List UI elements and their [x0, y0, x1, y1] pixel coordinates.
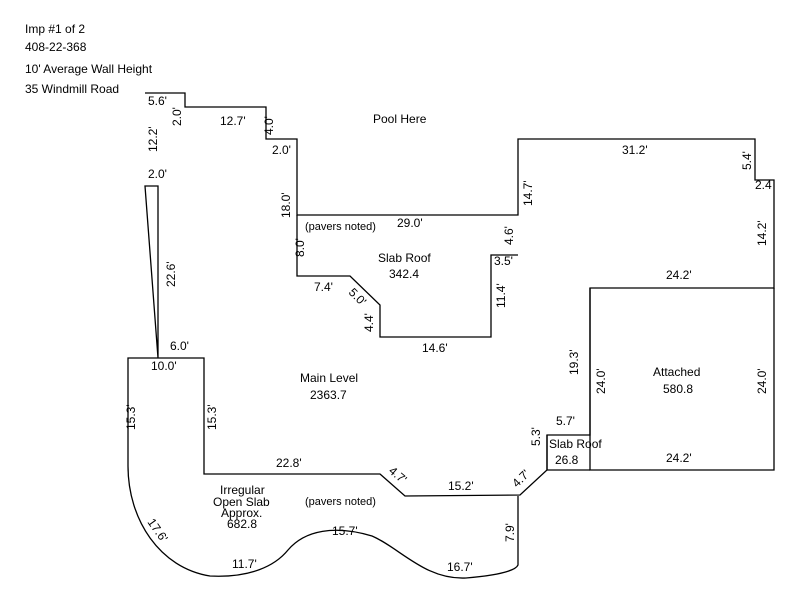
dim-5-6: 5.6' [148, 94, 167, 108]
header-wall-height: 10' Average Wall Height [25, 62, 153, 76]
dim-19-3: 19.3' [567, 349, 581, 375]
dim-5-7: 5.7' [556, 414, 575, 428]
pavers-note-top: (pavers noted) [305, 221, 376, 233]
dim-29-0: 29.0' [397, 216, 423, 230]
dim-8-0: 8.0' [293, 238, 307, 257]
dim-24-0-b: 24.0' [755, 368, 769, 394]
dim-17-6: 17.6' [145, 516, 171, 545]
dim-16-7: 16.7' [447, 560, 473, 574]
dim-5-4: 5.4' [740, 151, 754, 170]
dim-15-7: 15.7' [332, 524, 358, 538]
attached-label: Attached [653, 365, 700, 379]
dim-5-0: 5.0' [346, 285, 369, 308]
dim-11-4: 11.4' [494, 283, 508, 308]
slab-roof-small-area: 26.8 [555, 453, 579, 467]
dim-2-0-c: 2.0' [148, 167, 167, 181]
open-slab-area: 682.8 [227, 517, 257, 531]
header-imp-number: Imp #1 of 2 [25, 22, 86, 36]
dim-2-0-a: 2.0' [170, 107, 184, 126]
dim-14-2: 14.2' [755, 220, 769, 246]
attached-area: 580.8 [663, 382, 693, 396]
dim-3-5: 3.5' [494, 254, 513, 268]
dim-12-7: 12.7' [220, 114, 246, 128]
dim-18-0: 18.0' [279, 192, 293, 218]
dim-4-6: 4.6' [502, 226, 516, 245]
slab-roof-outline [296, 215, 518, 338]
open-slab-line3: Approx. [221, 506, 262, 520]
dim-24-2-a: 24.2' [666, 268, 692, 282]
dim-24-2-b: 24.2' [666, 451, 692, 465]
dim-15-3-a: 15.3' [124, 404, 138, 430]
dim-24-0-a: 24.0' [594, 368, 608, 394]
header-parcel-id: 408-22-368 [25, 40, 87, 54]
dim-14-7: 14.7' [521, 180, 535, 206]
pool-label: Pool Here [373, 112, 427, 126]
open-slab-line2: Open Slab [213, 495, 270, 509]
pavers-note-bottom: (pavers noted) [305, 496, 376, 508]
dim-15-3-b: 15.3' [205, 404, 219, 430]
dim-11-7: 11.7' [232, 557, 257, 571]
dim-4-0: 4.0' [262, 116, 276, 135]
dim-2-0-b: 2.0' [272, 143, 291, 157]
slab-roof-area: 342.4 [389, 267, 419, 281]
slab-roof-label: Slab Roof [378, 251, 431, 265]
dim-31-2: 31.2' [622, 143, 648, 157]
dim-5-3: 5.3' [529, 427, 543, 446]
dim-7-9: 7.9' [503, 523, 517, 542]
dim-7-4: 7.4' [314, 280, 333, 294]
dim-10-0: 10.0' [151, 359, 177, 373]
dim-14-6: 14.6' [422, 341, 448, 355]
header-address: 35 Windmill Road [25, 82, 120, 96]
open-slab-line1: Irregular [220, 483, 265, 497]
main-level-label: Main Level [300, 371, 358, 385]
dim-22-6: 22.6' [164, 261, 178, 287]
dim-12-2: 12.2' [146, 126, 160, 152]
main-outline [127, 92, 775, 579]
dim-4-4: 4.4' [362, 313, 376, 332]
slab-roof-small-outline [546, 435, 590, 471]
attached-outline [589, 288, 775, 471]
dim-22-8: 22.8' [276, 456, 302, 470]
dim-6-0: 6.0' [170, 339, 189, 353]
dim-15-2: 15.2' [448, 479, 474, 493]
main-level-area: 2363.7 [310, 388, 347, 402]
slab-roof-small-label: Slab Roof [549, 437, 602, 451]
dim-2-4: 2.4 [755, 178, 772, 192]
